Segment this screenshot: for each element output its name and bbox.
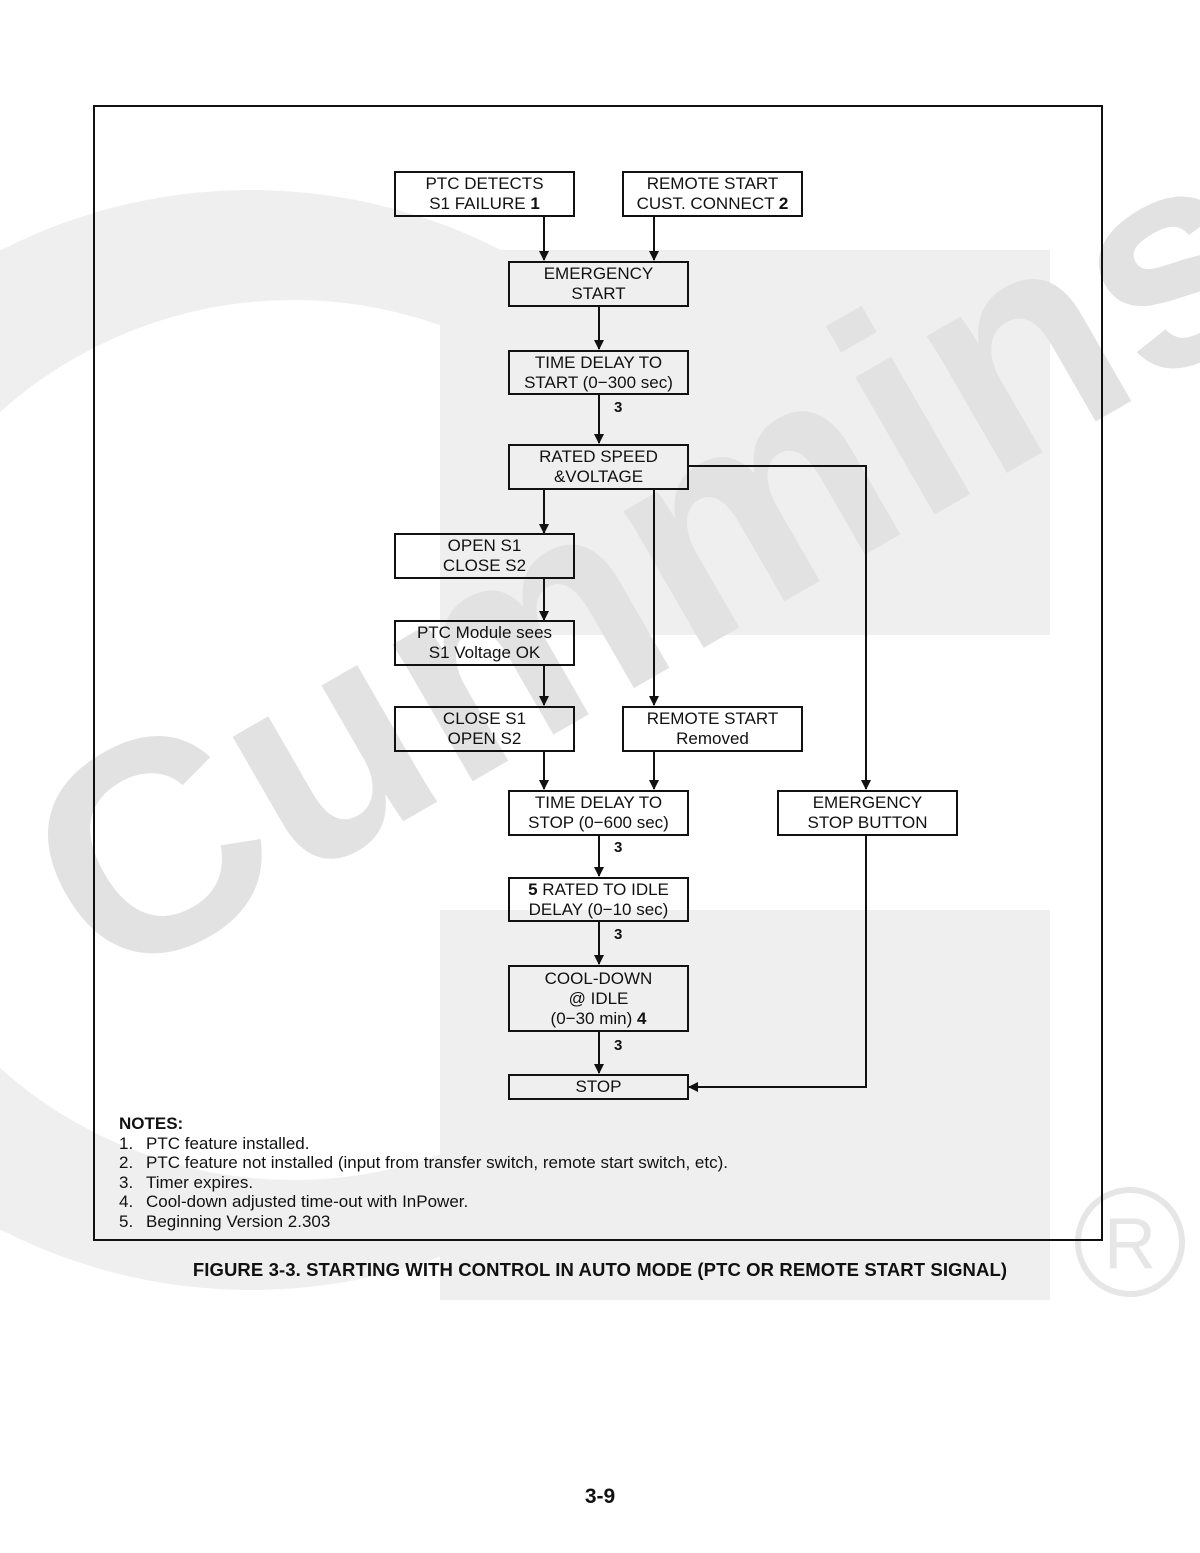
- arrow-emergency-stop-to-stop: [688, 835, 867, 1092]
- registered-mark-circle: [1075, 1187, 1185, 1297]
- edge-label-timer: 3: [614, 1037, 623, 1054]
- note-item: 4.Cool-down adjusted time-out with InPow…: [119, 1192, 469, 1212]
- figure-caption: FIGURE 3-3. STARTING WITH CONTROL IN AUT…: [192, 1259, 1008, 1280]
- node-remote-start-removed: REMOTE START Removed: [622, 706, 803, 752]
- node-emergency-stop-button: EMERGENCY STOP BUTTON: [777, 790, 958, 836]
- edge-label-timer: 3: [614, 839, 623, 856]
- node-ptc-module: PTC Module sees S1 Voltage OK: [394, 620, 575, 666]
- figure-frame: [93, 105, 1103, 1241]
- notes-title: NOTES:: [119, 1114, 184, 1133]
- node-remote-start: REMOTE START CUST. CONNECT 2: [622, 171, 803, 217]
- notes-section: NOTES: 1.PTC feature installed. 2.PTC fe…: [119, 1114, 728, 1232]
- node-open-s1: OPEN S1 CLOSE S2: [394, 533, 575, 579]
- node-rated-to-idle: 5 RATED TO IDLE DELAY (0−10 sec): [508, 877, 689, 922]
- node-time-delay-stop: TIME DELAY TO STOP (0−600 sec): [508, 790, 689, 836]
- edge-label-timer: 3: [614, 926, 623, 943]
- page-number: 3-9: [584, 1485, 616, 1508]
- edge-label-timer: 3: [614, 399, 623, 416]
- registered-mark-letter: R: [1104, 1204, 1156, 1284]
- node-emergency-start: EMERGENCY START: [508, 261, 689, 307]
- arrow-rated-to-emergency-stop: [688, 465, 871, 790]
- node-cool-down: COOL-DOWN @ IDLE (0−30 min) 4: [508, 965, 689, 1032]
- note-item: 5.Beginning Version 2.303: [119, 1211, 331, 1231]
- node-rated-speed-voltage: RATED SPEED &VOLTAGE: [508, 444, 689, 490]
- node-time-delay-start: TIME DELAY TO START (0−300 sec): [508, 350, 689, 395]
- node-ptc-detects: PTC DETECTS S1 FAILURE 1: [394, 171, 575, 217]
- note-item: 1.PTC feature installed.: [119, 1133, 310, 1153]
- node-stop: STOP: [508, 1074, 689, 1100]
- note-item: 3.Timer expires.: [119, 1172, 254, 1192]
- note-item: 2.PTC feature not installed (input from …: [119, 1153, 728, 1173]
- node-close-s1: CLOSE S1 OPEN S2: [394, 706, 575, 752]
